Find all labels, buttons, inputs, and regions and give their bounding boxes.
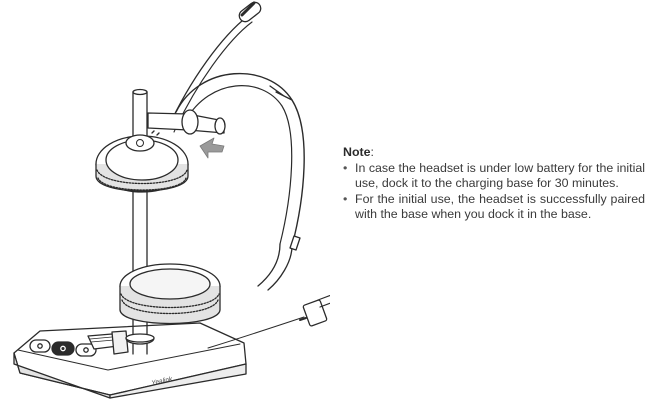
note-list: • In case the headset is under low batte… <box>340 161 645 221</box>
base-buttons <box>29 339 97 357</box>
note-title-colon: : <box>370 145 374 159</box>
note-item-pairing: • For the initial use, the headset is su… <box>340 192 645 221</box>
bullet-icon: • <box>343 161 348 176</box>
note-heading: Note: <box>343 145 645 159</box>
stand-arm <box>147 109 226 135</box>
microphone-boom <box>167 1 262 133</box>
brand-logo: Yealink <box>151 376 174 387</box>
note-item-text: In case the headset is under low battery… <box>355 161 645 190</box>
usb-plug-icon <box>299 294 330 327</box>
dock-arrow-icon <box>199 137 225 159</box>
note-title: Note <box>343 145 371 159</box>
note-item-battery: • In case the headset is under low batte… <box>340 161 645 190</box>
headset-dock-illustration: Yealink <box>13 1 330 399</box>
bullet-icon: • <box>343 192 348 207</box>
charging-cable <box>207 316 305 349</box>
note-section: Note: • In case the headset is under low… <box>340 145 645 223</box>
charging-base-icon: Yealink <box>13 322 247 399</box>
ear-cup-front <box>95 130 189 193</box>
headband <box>175 72 305 291</box>
note-item-text: For the initial use, the headset is succ… <box>355 192 645 221</box>
ear-cup-back <box>119 263 221 325</box>
